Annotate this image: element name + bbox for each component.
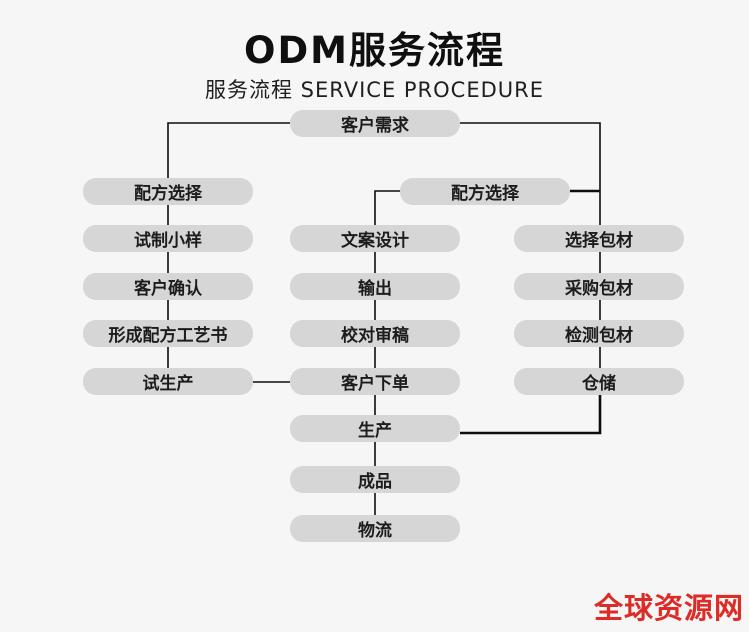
flow-node-packaging-purchase: 采购包材: [514, 273, 684, 300]
page-subtitle: 服务流程 SERVICE PROCEDURE: [205, 78, 544, 102]
flow-node-formula-selection-left: 配方选择: [83, 178, 253, 205]
flow-node-customer-order: 客户下单: [290, 368, 460, 395]
flow-node-warehousing: 仓储: [514, 368, 684, 395]
flow-node-finished-product: 成品: [290, 466, 460, 493]
flow-node-formula-selection-mid: 配方选择: [400, 178, 570, 205]
flow-node-customer-needs: 客户需求: [290, 110, 460, 137]
flow-node-formula-process-doc: 形成配方工艺书: [83, 320, 253, 347]
flow-node-packaging-inspection: 检测包材: [514, 320, 684, 347]
flow-node-customer-confirm: 客户确认: [83, 273, 253, 300]
connector-customerneeds-packagingselection: [460, 122, 601, 225]
connector-formulamid-copydesign: [374, 190, 400, 225]
site-watermark: 全球资源网: [593, 591, 744, 625]
flow-node-trial-sample: 试制小样: [83, 225, 253, 252]
flow-node-output: 输出: [290, 273, 460, 300]
flow-node-proofreading: 校对审稿: [290, 320, 460, 347]
flow-node-packaging-selection: 选择包材: [514, 225, 684, 252]
flow-node-production: 生产: [290, 415, 460, 442]
connector-warehousing-production: [460, 395, 602, 435]
connector-customerneeds-formulaleft: [167, 122, 290, 178]
flow-node-logistics: 物流: [290, 515, 460, 542]
flow-node-trial-production: 试生产: [83, 368, 253, 395]
page-title: ODM服务流程: [244, 29, 505, 72]
flow-node-copy-design: 文案设计: [290, 225, 460, 252]
